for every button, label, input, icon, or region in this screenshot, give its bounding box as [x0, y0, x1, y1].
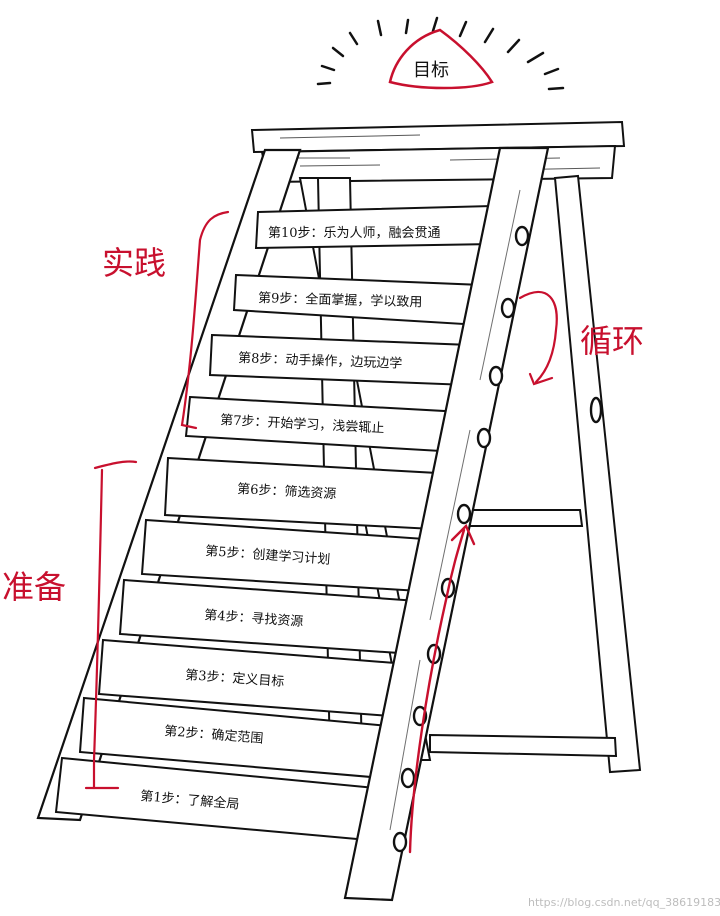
step-6: 第6步：筛选资源	[165, 458, 455, 530]
step-10-label: 第10步：乐为人师，融会贯通	[268, 226, 441, 241]
prepare-label: 准备	[2, 568, 66, 606]
step-10: 第10步：乐为人师，融会贯通	[256, 206, 494, 248]
step-7: 第7步：开始学习，浅尝辄止	[186, 397, 462, 452]
top-board	[252, 122, 624, 182]
practice-label: 实践	[102, 244, 166, 282]
step-5: 第5步：创建学习计划	[142, 520, 440, 592]
loop-label: 循环	[580, 322, 644, 360]
goal-label: 目标	[413, 60, 449, 81]
loop-arrow-icon	[520, 292, 557, 384]
step-9: 第9步：全面掌握，学以致用	[234, 275, 482, 325]
watermark-text: https://blog.csdn.net/qq_38619183	[528, 896, 720, 909]
step-8: 第8步：动手操作，边玩边学	[210, 335, 470, 385]
